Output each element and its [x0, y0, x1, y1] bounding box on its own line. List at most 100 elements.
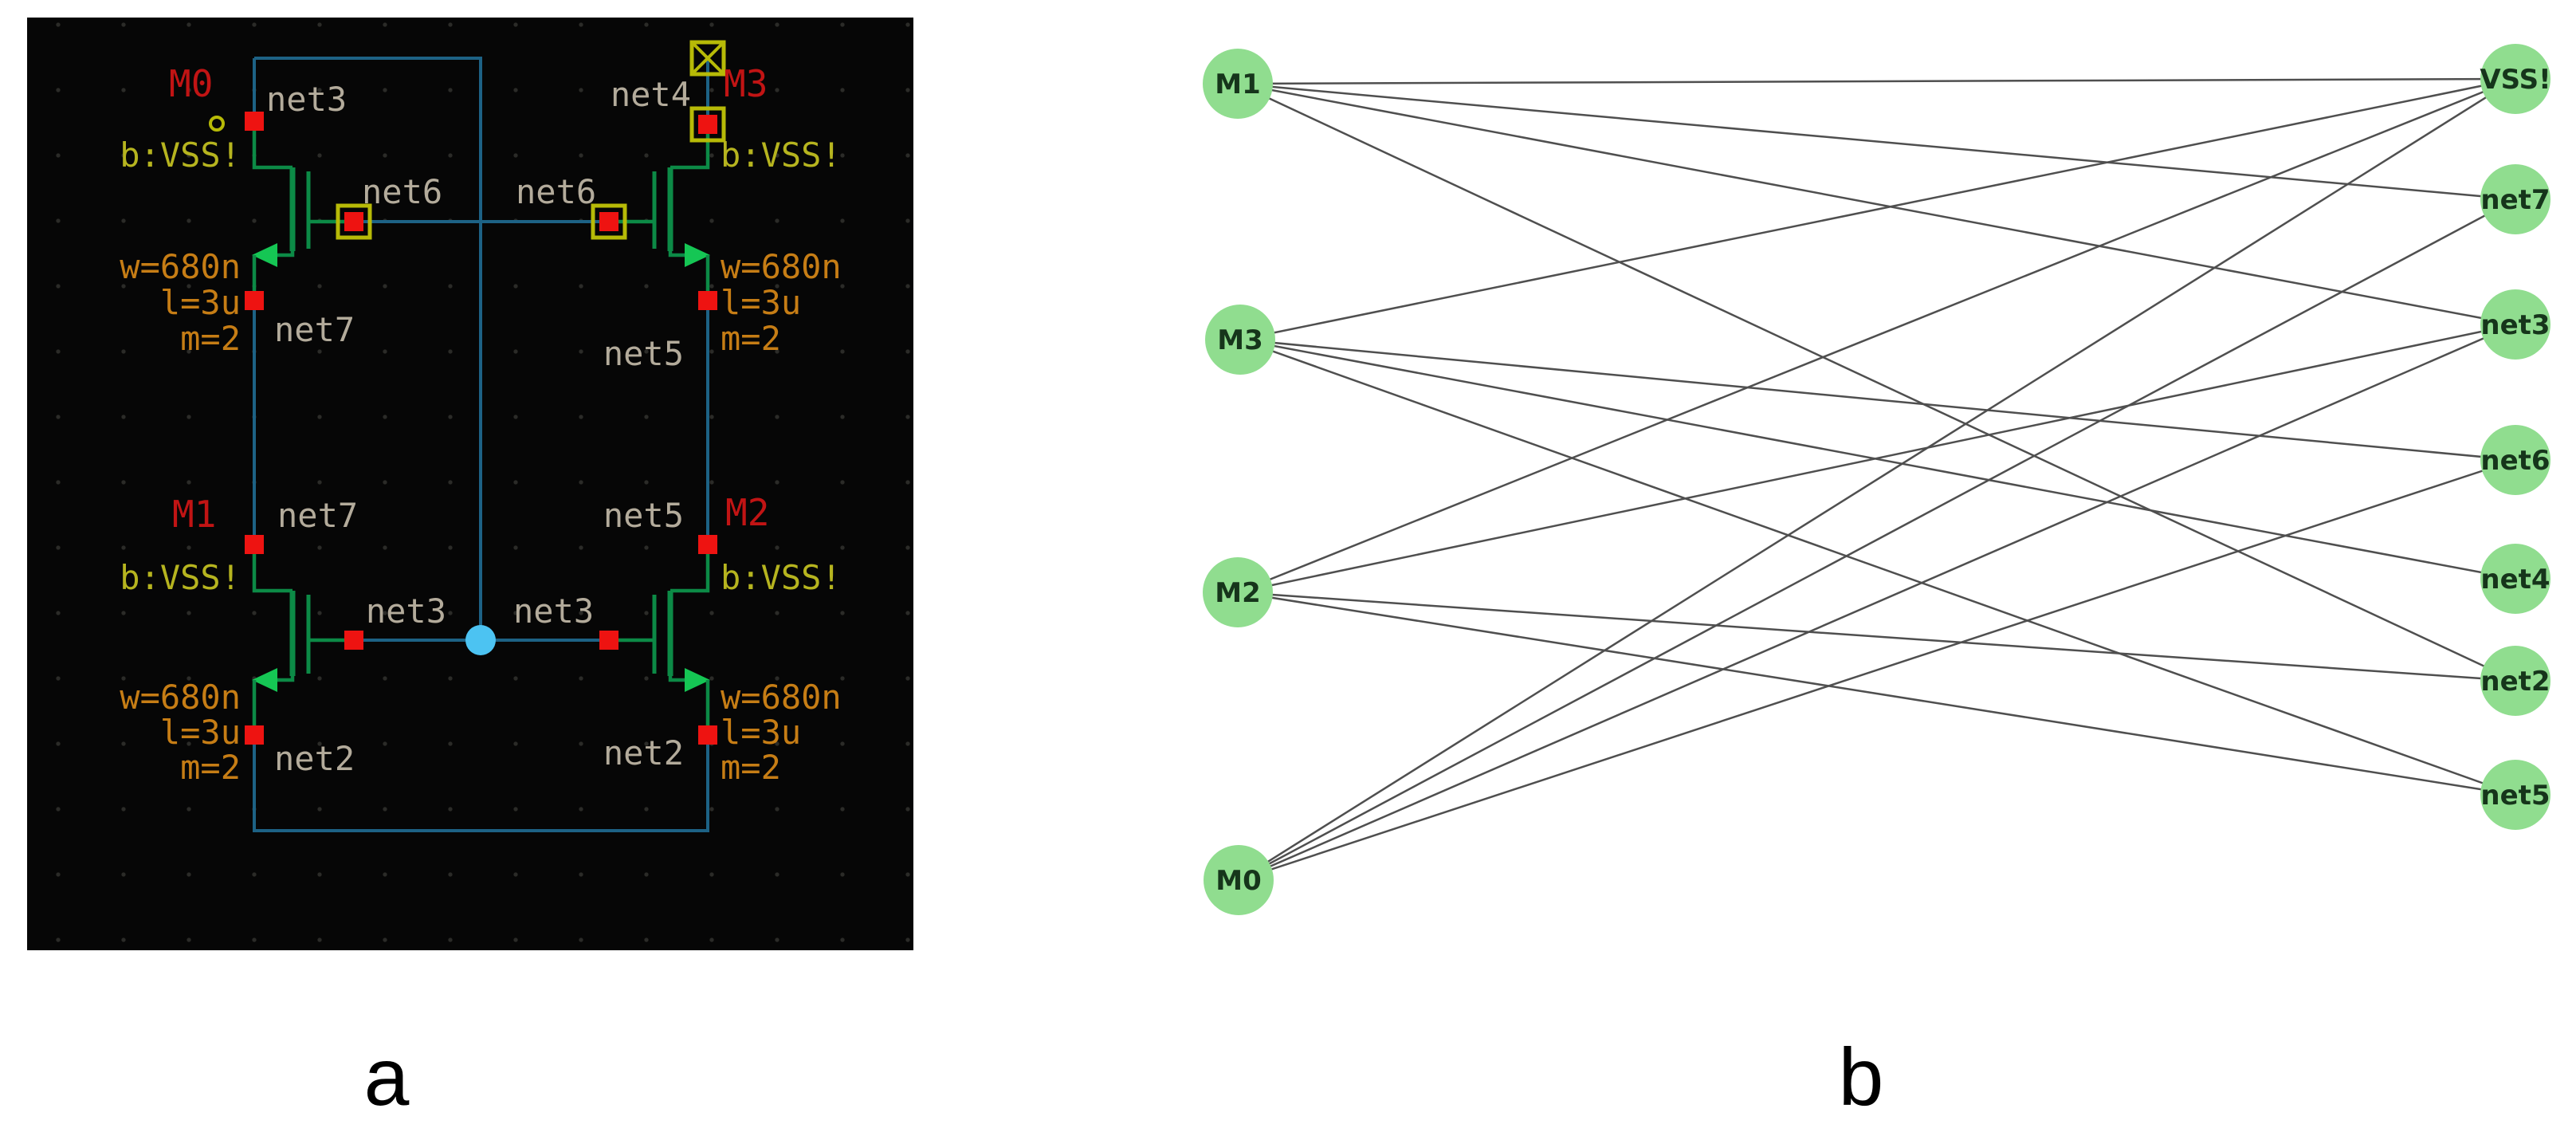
pin-boxes — [209, 40, 726, 240]
graph-node-circle — [2480, 646, 2550, 716]
pin-m1-gate — [344, 631, 363, 650]
graph-node-M0: M0 — [1204, 845, 1274, 915]
graph-node-net3: net3 — [2480, 289, 2550, 360]
schematic-label-m1-16: M1 — [172, 493, 217, 536]
nmos-m1-symbol — [252, 544, 354, 735]
caption-a: a — [363, 1032, 410, 1122]
graph-node-net6: net6 — [2480, 425, 2550, 495]
m0-source-jog — [276, 251, 295, 257]
m1-source-arrow-icon — [252, 668, 277, 692]
pin-m1-source — [245, 725, 264, 745]
schematic-label-net5-15: net5 — [603, 334, 684, 373]
m2-drain-lead — [670, 544, 710, 593]
graph-edge-M3-net6 — [1239, 338, 2516, 462]
m1-source-jog — [276, 676, 295, 682]
graph-node-label: M1 — [1215, 69, 1261, 100]
graph-node-label: net3 — [2480, 309, 2550, 341]
schematic-label-net7-17: net7 — [277, 496, 359, 535]
graph-edge-M0-net6 — [1238, 458, 2516, 882]
schematic-label-net7-6: net7 — [274, 310, 355, 349]
graph-node-net4: net4 — [2480, 544, 2550, 614]
graph-node-net5: net5 — [2480, 760, 2550, 830]
schematic-label-l3u-29: l=3u — [721, 713, 802, 752]
caption-b: b — [1838, 1032, 1884, 1122]
schematic-label-net6-8: net6 — [516, 172, 597, 211]
graph-node-M1: M1 — [1203, 49, 1273, 119]
schematic-label-w680n-28: w=680n — [721, 678, 842, 717]
graph-node-VSS: VSS! — [2480, 44, 2551, 114]
schematic-label-net6-7: net6 — [362, 172, 443, 211]
schematic-label-bvss-18: b:VSS! — [120, 558, 241, 597]
net3-junction-dot — [465, 625, 496, 655]
schematic-label-net3-24: net3 — [513, 592, 595, 631]
graph-edge-M0-net3 — [1238, 323, 2516, 882]
schematic-drawing — [209, 40, 726, 832]
pin-m3-source — [698, 291, 717, 310]
m3-source-arrow-icon — [685, 243, 710, 267]
graph-edge-M1-net3 — [1237, 82, 2516, 326]
m0-drain-lead — [252, 121, 293, 170]
schematic-label-m2-5: m=2 — [180, 319, 241, 358]
schematic-label-m0-0: M0 — [169, 62, 214, 105]
schematic-label-bvss-11: b:VSS! — [721, 136, 842, 175]
graph-node-label: VSS! — [2480, 64, 2550, 96]
port-x-icon — [690, 41, 725, 76]
graph-node-label: net5 — [2480, 780, 2550, 812]
graph-edge-M2-VSS — [1237, 77, 2516, 594]
schematic-label-w680n-19: w=680n — [120, 678, 241, 717]
graph-node-label: M2 — [1215, 577, 1261, 609]
graph-edge-M1-VSS — [1237, 77, 2516, 85]
schematic-label-w680n-3: w=680n — [120, 247, 241, 286]
m2-source-arrow-icon — [685, 668, 710, 692]
m3-source-jog — [668, 251, 686, 257]
schematic-label-m2-30: m=2 — [721, 748, 781, 787]
schematic-label-l3u-4: l=3u — [159, 283, 241, 322]
m1-drain-lead — [252, 544, 293, 593]
schematic-label-net2-31: net2 — [603, 733, 684, 772]
pinbox-net6-left — [336, 203, 372, 240]
graph-edge-M1-net7 — [1237, 82, 2516, 201]
m2-source-jog — [668, 676, 686, 682]
graph-edge-M2-net2 — [1237, 591, 2516, 682]
graph-node-label: net7 — [2480, 184, 2550, 216]
schematic-label-m2-21: m=2 — [180, 748, 241, 787]
schematic-label-net4-9: net4 — [610, 75, 691, 114]
graph-node-label: net2 — [2480, 666, 2550, 698]
schematic-label-net3-23: net3 — [365, 592, 446, 631]
schematic-label-m2-26: M2 — [725, 491, 770, 534]
pin-m0-drain — [245, 112, 264, 131]
origin-marker-icon — [209, 116, 225, 132]
graph-node-circle — [1203, 49, 1273, 119]
schematic-label-m2-14: m=2 — [721, 319, 781, 358]
graph-edge-M0-net7 — [1238, 198, 2516, 882]
graph-edge-M1-net2 — [1237, 82, 2516, 682]
pinbox-net6-right — [591, 203, 627, 240]
schematic-label-net3-1: net3 — [266, 80, 348, 119]
port-box — [689, 40, 726, 77]
wire-net2-rail — [253, 735, 709, 832]
graph-node-label: M3 — [1217, 324, 1263, 356]
nmos-m0-symbol — [252, 121, 354, 301]
pinbox-net4 — [689, 106, 726, 143]
graph-edge-M0-VSS — [1238, 77, 2516, 882]
graph-edge-M2-net5 — [1237, 591, 2516, 796]
pin-m1-drain — [245, 535, 264, 554]
schematic-label-bvss-27: b:VSS! — [721, 558, 842, 597]
graph-node-circle — [2480, 164, 2550, 234]
graph-node-circle — [1205, 305, 1275, 375]
pin-m2-drain — [698, 535, 717, 554]
graph-node-M2: M2 — [1203, 557, 1273, 627]
wire-net3-top-rail — [253, 57, 482, 640]
pin-m2-source — [698, 725, 717, 745]
graph-node-circle — [2480, 544, 2550, 614]
graph-node-M3: M3 — [1205, 305, 1275, 375]
pin-m3-drain — [698, 115, 717, 134]
graph-edge-M3-VSS — [1239, 77, 2516, 341]
graph-node-net7: net7 — [2480, 164, 2550, 234]
port-symbol-net4 — [689, 40, 726, 77]
nmos-m2-symbol — [609, 544, 710, 735]
